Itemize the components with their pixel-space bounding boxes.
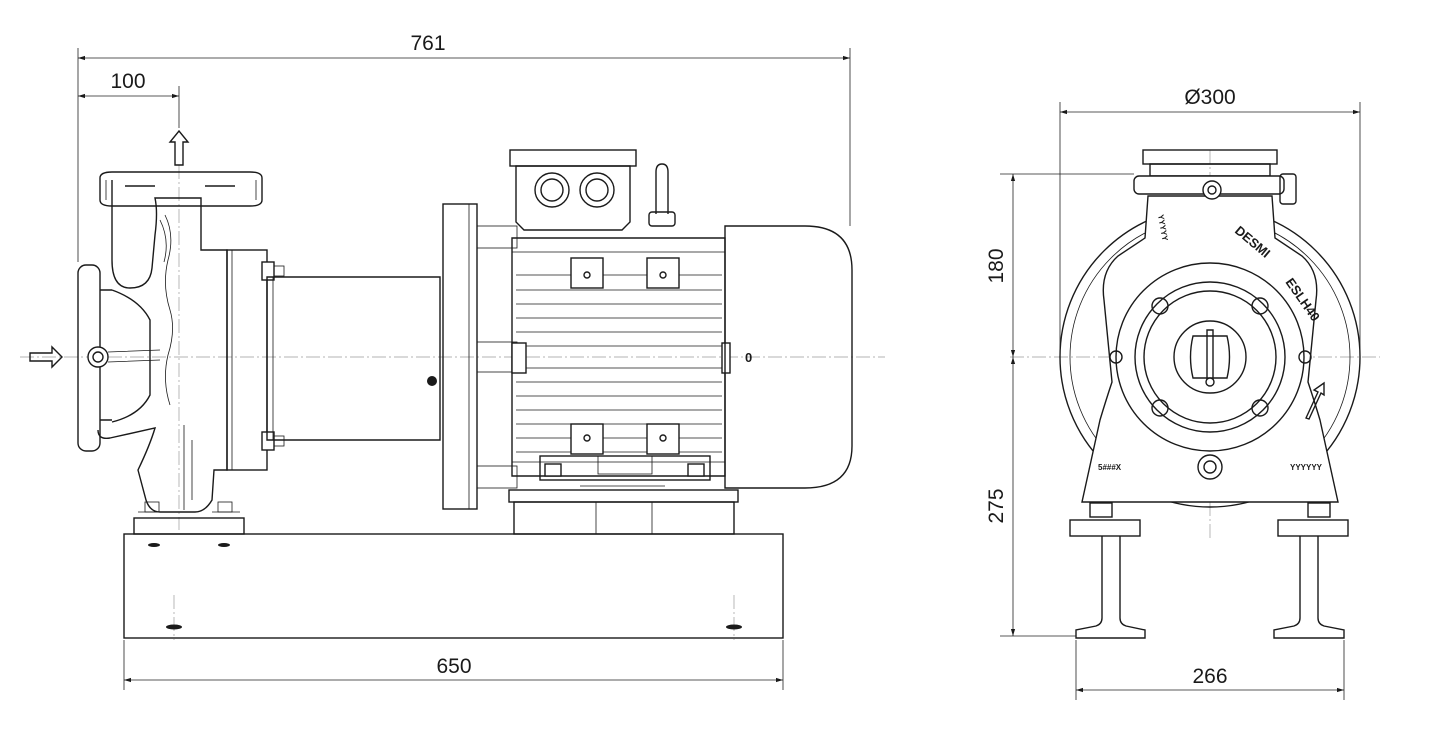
pump-foot-plate: [133, 517, 245, 535]
code-marking-right: YYYYYY: [1290, 463, 1323, 472]
flange-bolt-hole: [1251, 297, 1269, 315]
base-frame: [123, 533, 784, 639]
code-marking-left: 5###X: [1098, 463, 1122, 472]
outlet-flow-arrow-icon: [168, 129, 190, 166]
base-hole: [166, 624, 182, 630]
foot-width-dim: 266: [1192, 665, 1227, 688]
motor-foot-bolt: [544, 463, 562, 477]
terminal-box-lid: [509, 149, 637, 167]
flange-bolt-hole: [1151, 399, 1169, 417]
motor-cooling-fins: [516, 274, 722, 453]
base-hole: [726, 624, 742, 630]
motor-eye-bolt: [655, 163, 669, 214]
front-pedestal-right: [1273, 536, 1345, 639]
shaft-to-top-dim: 180: [985, 248, 1008, 283]
pump-cover-flange: [226, 249, 268, 471]
pump-volute-body: [97, 180, 228, 513]
overall-length-dim: 761: [410, 32, 445, 55]
motor-pedestal-block: [513, 501, 735, 535]
drain-plug: [1197, 454, 1223, 480]
impeller-eye: [1189, 335, 1231, 379]
cable-gland-icon: [534, 172, 570, 208]
motor-lifting-lug: [570, 257, 604, 289]
foot-bolt: [217, 501, 233, 513]
suction-opening: [1143, 290, 1277, 424]
lantern-housing: [266, 276, 441, 441]
inlet-offset-dim: 100: [110, 70, 145, 93]
flange-bolt-hole: [1251, 399, 1269, 417]
motor-pedestal: [508, 489, 739, 503]
lantern-plug: [427, 376, 437, 386]
motor-flange: [442, 203, 478, 510]
motor-fan-cover: [724, 225, 853, 489]
base-hole: [218, 543, 230, 547]
flange-bolt-hole: [1109, 350, 1123, 364]
shaft-height-dim: 275: [985, 488, 1008, 523]
motor-lifting-lug: [570, 423, 604, 455]
front-foot-right: [1277, 519, 1349, 537]
cable-gland-icon: [579, 172, 615, 208]
flange-bolt: [261, 431, 275, 451]
terminal-box: [515, 165, 631, 231]
diameter-dim: Ø300: [1184, 86, 1235, 109]
motor-foot-bolt: [687, 463, 705, 477]
motor-lifting-lug: [646, 257, 680, 289]
front-pedestal-left: [1075, 536, 1146, 639]
inlet-flow-arrow-icon: [29, 345, 63, 369]
flange-bolt-hole: [1151, 297, 1169, 315]
pump-outlet-flange: [99, 171, 263, 207]
discharge-plug: [1202, 180, 1222, 200]
front-view: DESMI ESLH40 5###X YYYYYY YYYYY Ø300 180…: [985, 86, 1380, 700]
side-view: 0 761 100 650: [20, 32, 885, 690]
base-hole: [148, 543, 160, 547]
inlet-drain-plug: [87, 346, 109, 368]
base-length-dim: 650: [436, 655, 471, 678]
rotation-arrow-icon: [1305, 381, 1325, 420]
flange-bolt-hole: [1298, 350, 1312, 364]
motor-mark: 0: [745, 350, 752, 365]
front-foot-left: [1069, 519, 1141, 537]
motor-lifting-lug: [646, 423, 680, 455]
